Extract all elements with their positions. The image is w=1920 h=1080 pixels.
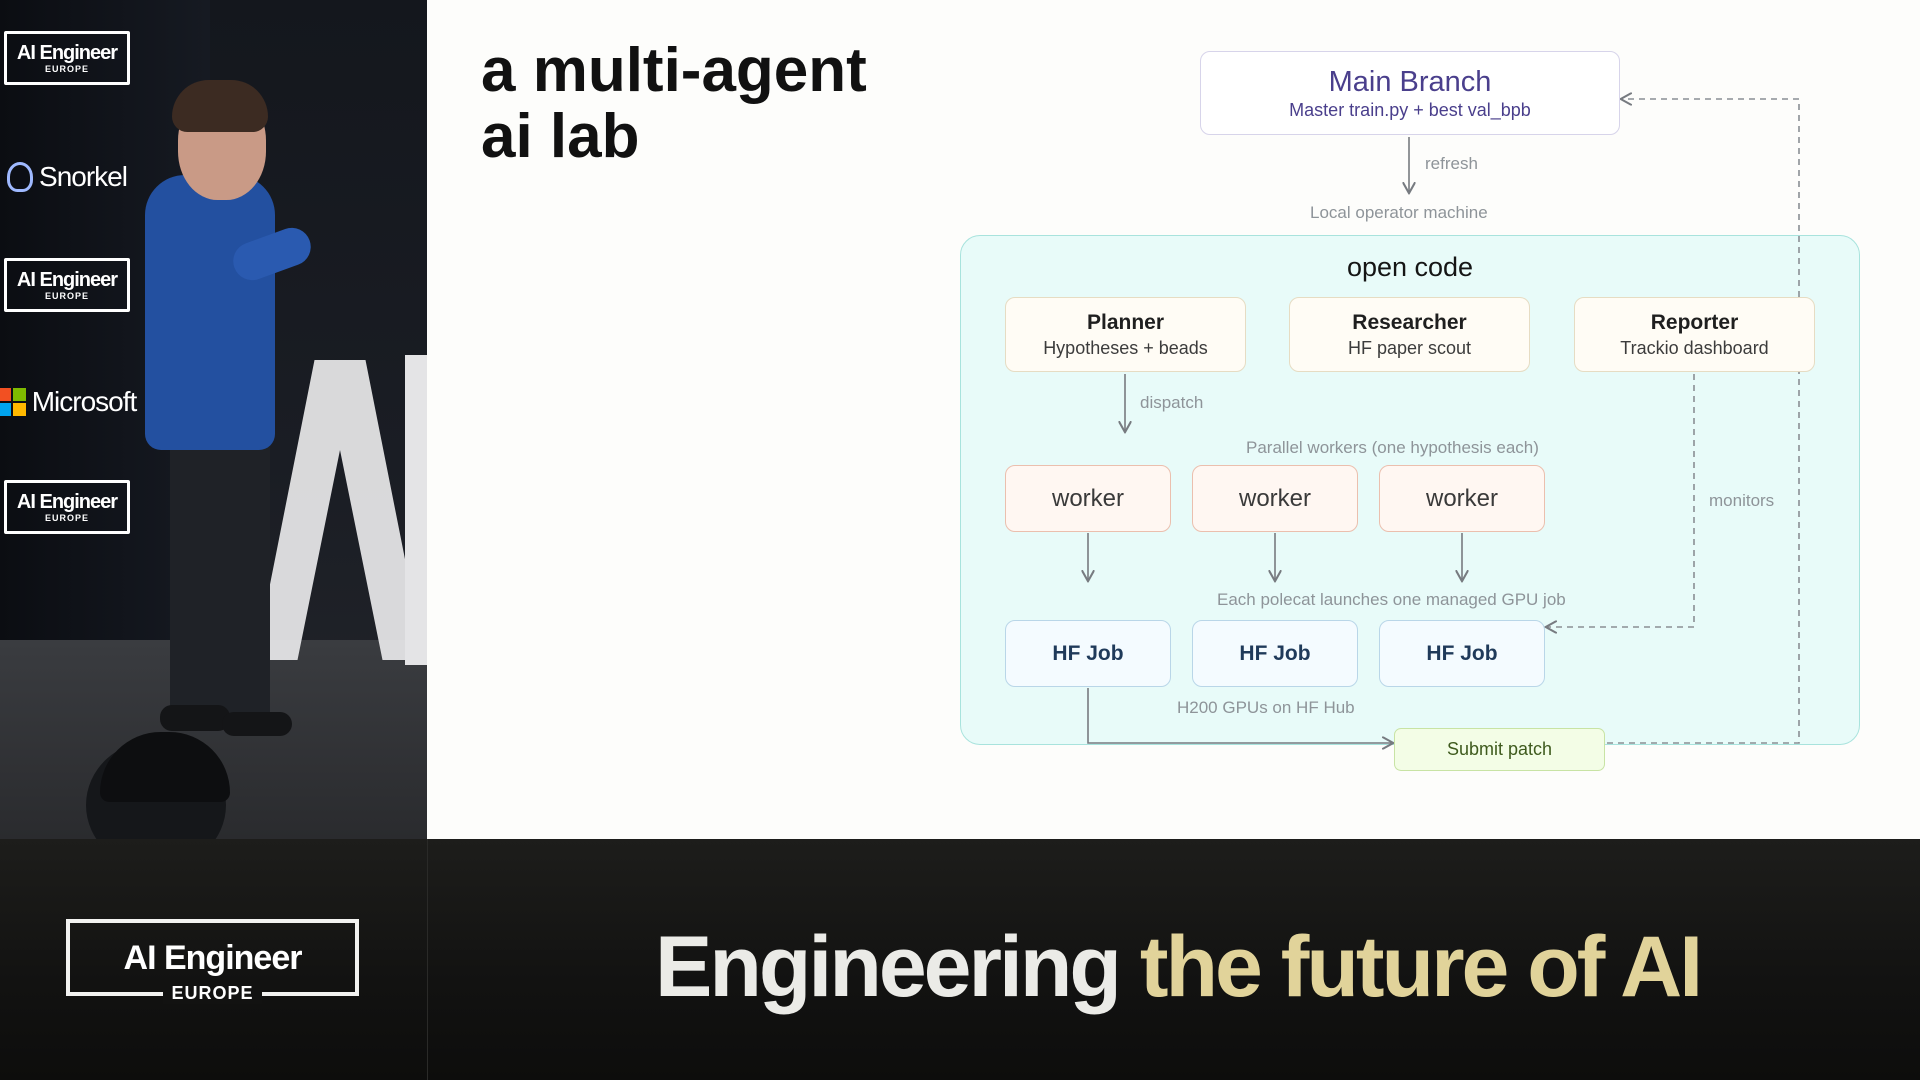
dispatch-label: dispatch: [1140, 393, 1204, 412]
worker-node: worker: [1379, 465, 1545, 532]
banner-tagline: Engineering the future of AI: [655, 917, 1855, 1017]
tagline-part-1: Engineering: [655, 919, 1140, 1015]
sponsor-logo-ai-engineer-2: AI Engineer EUROPE: [4, 258, 130, 312]
main-branch-title: Main Branch: [1328, 66, 1492, 98]
slide-title-line-2: ai lab: [481, 102, 640, 171]
main-branch-subtitle: Master train.py + best val_bpb: [1289, 100, 1531, 120]
researcher-node: Researcher HF paper scout: [1289, 297, 1530, 372]
hf-job-node: HF Job: [1005, 620, 1171, 687]
planner-title: Planner: [1086, 310, 1165, 334]
worker-label: worker: [1238, 484, 1311, 512]
stage-video-panel: AI Engineer EUROPE Snorkel AI Engineer E…: [0, 0, 427, 839]
hf-job-node: HF Job: [1192, 620, 1358, 687]
tagline-part-2: the future of AI: [1139, 919, 1703, 1015]
event-banner: AI Engineer EUROPE Engineering the futur…: [0, 839, 1920, 1080]
logo-sub-text: EUROPE: [163, 983, 262, 1004]
hf-job-label: HF Job: [1426, 641, 1498, 665]
hf-job-node: HF Job: [1379, 620, 1545, 687]
worker-label: worker: [1051, 484, 1124, 512]
slide-title-line-1: a multi-agent: [481, 36, 867, 105]
presentation-slide: a multi-agent ai lab open code Main Bran…: [427, 0, 1920, 839]
microsoft-squares-icon: [0, 388, 26, 416]
researcher-subtitle: HF paper scout: [1347, 337, 1472, 358]
submit-to-main-dashed-arrow: [1607, 99, 1800, 744]
hf-job-label: HF Job: [1052, 641, 1124, 665]
presenter-shoe: [160, 705, 230, 731]
open-code-title: open code: [1346, 252, 1474, 282]
job-to-submit-arrow: [1087, 688, 1392, 743]
sponsor-logo-ai-engineer-3: AI Engineer EUROPE: [4, 480, 130, 534]
stage-letter-a: [255, 360, 425, 660]
reporter-title: Reporter: [1650, 310, 1739, 334]
octopus-icon: [7, 162, 34, 192]
submit-patch-node: Submit patch: [1394, 728, 1605, 771]
sponsor-logo-microsoft: Microsoft: [0, 375, 137, 429]
local-machine-label: Local operator machine: [1310, 203, 1488, 222]
reporter-subtitle: Trackio dashboard: [1620, 337, 1769, 358]
slide-title: a multi-agent ai lab: [481, 38, 1001, 170]
presenter-shoe: [222, 712, 292, 736]
planner-node: Planner Hypotheses + beads: [1005, 297, 1246, 372]
reporter-node: Reporter Trackio dashboard: [1574, 297, 1815, 372]
polecat-label: Each polecat launches one managed GPU jo…: [1217, 590, 1566, 609]
refresh-label: refresh: [1425, 154, 1478, 173]
sponsor-logo-snorkel: Snorkel: [4, 150, 130, 204]
gpu-label: H200 GPUs on HF Hub: [1177, 698, 1355, 717]
monitors-dashed-arrow: [1547, 374, 1695, 627]
diagram-connectors: [427, 0, 1800, 839]
worker-label: worker: [1425, 484, 1498, 512]
researcher-title: Researcher: [1352, 310, 1467, 334]
banner-divider: [427, 839, 428, 1080]
parallel-workers-label: Parallel workers (one hypothesis each): [1246, 438, 1539, 457]
worker-node: worker: [1192, 465, 1358, 532]
ai-engineer-europe-logo: AI Engineer EUROPE: [66, 919, 359, 1004]
presenter-legs: [170, 440, 270, 725]
hf-job-label: HF Job: [1239, 641, 1311, 665]
logo-main-text: AI Engineer: [123, 938, 303, 977]
presenter-body: [145, 175, 275, 450]
worker-node: worker: [1005, 465, 1171, 532]
submit-patch-label: Submit patch: [1446, 739, 1553, 759]
main-branch-node: Main Branch Master train.py + best val_b…: [1200, 51, 1620, 135]
stage-letter-i: [405, 355, 427, 665]
presenter-hair: [172, 80, 268, 132]
sponsor-logo-ai-engineer-1: AI Engineer EUROPE: [4, 31, 130, 85]
monitors-label: monitors: [1709, 491, 1775, 510]
planner-subtitle: Hypotheses + beads: [1043, 337, 1208, 358]
